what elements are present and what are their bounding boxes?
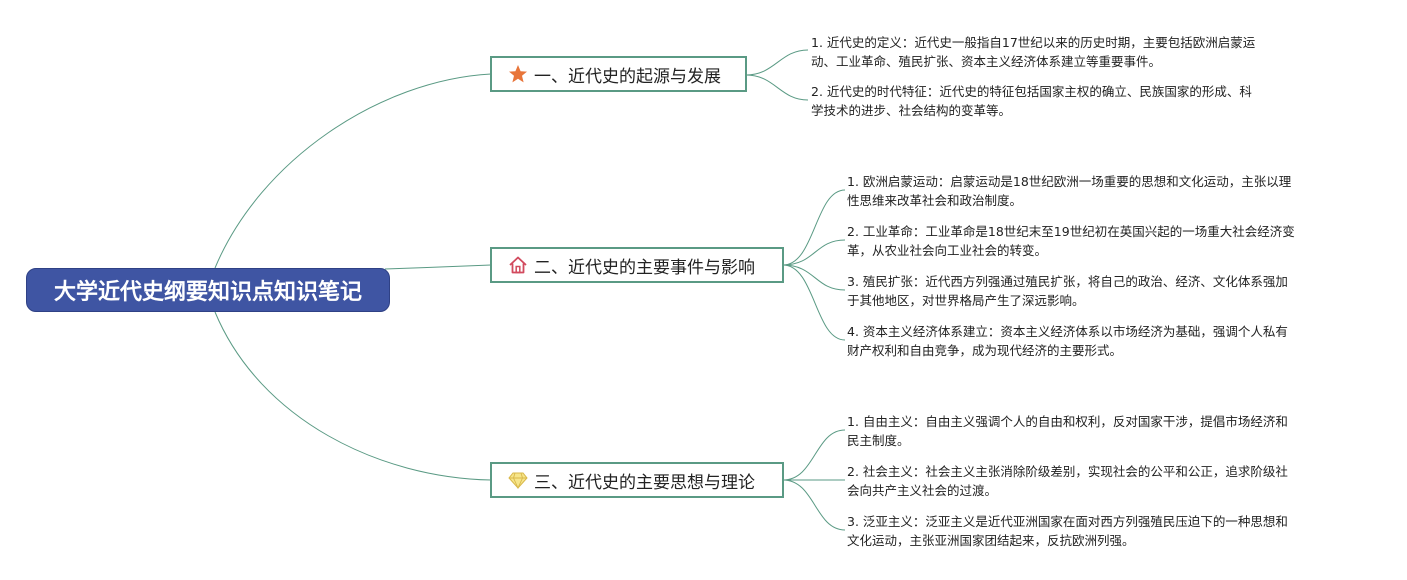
leaf-line-2: 财产权利和自由竞争，成为现代经济的主要形式。: [847, 343, 1123, 358]
leaf-line-1: 2. 近代史的时代特征：近代史的特征包括国家主权的确立、民族国家的形成、科: [811, 84, 1252, 99]
branch-topic-2[interactable]: 二、近代史的主要事件与影响: [490, 247, 784, 283]
leaf-topic-3-3[interactable]: 3. 泛亚主义：泛亚主义是近代亚洲国家在面对西方列强殖民压迫下的一种思想和 文化…: [847, 512, 1288, 550]
branch-topic-1[interactable]: 一、近代史的起源与发展: [490, 56, 747, 92]
leaf-line-1: 3. 殖民扩张：近代西方列强通过殖民扩张，将自己的政治、经济、文化体系强加: [847, 274, 1288, 289]
connector-root-branch-1: [214, 73, 492, 269]
connector-root-branch-2: [384, 264, 492, 270]
leaf-topic-3-1[interactable]: 1. 自由主义：自由主义强调个人的自由和权利，反对国家干涉，提倡市场经济和 民主…: [847, 412, 1288, 450]
leaf-line-2: 于其他地区，对世界格局产生了深远影响。: [847, 293, 1085, 308]
leaf-line-2: 会向共产主义社会的过渡。: [847, 483, 998, 498]
leaf-line-2: 学技术的进步、社会结构的变革等。: [811, 103, 1012, 118]
leaf-line-2: 性思维来改革社会和政治制度。: [847, 193, 1023, 208]
root-title: 大学近代史纲要知识点知识笔记: [53, 280, 362, 305]
leaf-topic-1-2[interactable]: 2. 近代史的时代特征：近代史的特征包括国家主权的确立、民族国家的形成、科 学技…: [811, 82, 1252, 120]
leaf-line-1: 1. 近代史的定义：近代史一般指自17世纪以来的历史时期，主要包括欧洲启蒙运: [811, 35, 1256, 50]
diamond-icon: [508, 470, 528, 490]
connector-root-branch-3: [214, 311, 492, 481]
leaf-line-2: 动、工业革命、殖民扩张、资本主义经济体系建立等重要事件。: [811, 54, 1162, 69]
leaf-line-2: 民主制度。: [847, 433, 910, 448]
leaf-topic-1-1[interactable]: 1. 近代史的定义：近代史一般指自17世纪以来的历史时期，主要包括欧洲启蒙运 动…: [811, 33, 1255, 71]
leaf-line-2: 文化运动，主张亚洲国家团结起来，反抗欧洲列强。: [847, 533, 1135, 548]
connector-b3-leaf-1: [782, 429, 846, 481]
leaf-line-1: 2. 工业革命：工业革命是18世纪末至19世纪初在英国兴起的一场重大社会经济变: [847, 224, 1295, 239]
connector-b2-leaf-4: [782, 264, 846, 341]
connector-b3-leaf-3: [782, 479, 846, 531]
leaf-line-1: 1. 自由主义：自由主义强调个人的自由和权利，反对国家干涉，提倡市场经济和: [847, 414, 1288, 429]
connector-b2-leaf-2: [782, 239, 846, 266]
branch-title: 一、近代史的起源与发展: [534, 66, 721, 87]
connector-b1-leaf-2: [745, 74, 809, 101]
house-icon: [508, 255, 528, 275]
leaf-topic-2-1[interactable]: 1. 欧洲启蒙运动：启蒙运动是18世纪欧洲一场重要的思想和文化运动，主张以理 性…: [847, 172, 1291, 210]
root-topic[interactable]: 大学近代史纲要知识点知识笔记: [26, 268, 390, 312]
leaf-line-1: 3. 泛亚主义：泛亚主义是近代亚洲国家在面对西方列强殖民压迫下的一种思想和: [847, 514, 1288, 529]
leaf-line-1: 2. 社会主义：社会主义主张消除阶级差别，实现社会的公平和公正，追求阶级社: [847, 464, 1288, 479]
leaf-line-1: 1. 欧洲启蒙运动：启蒙运动是18世纪欧洲一场重要的思想和文化运动，主张以理: [847, 174, 1292, 189]
connector-b1-leaf-1: [745, 49, 809, 76]
leaf-topic-2-2[interactable]: 2. 工业革命：工业革命是18世纪末至19世纪初在英国兴起的一场重大社会经济变 …: [847, 222, 1295, 260]
connector-b2-leaf-1: [782, 189, 846, 266]
branch-topic-3[interactable]: 三、近代史的主要思想与理论: [490, 462, 784, 498]
leaf-topic-2-3[interactable]: 3. 殖民扩张：近代西方列强通过殖民扩张，将自己的政治、经济、文化体系强加 于其…: [847, 272, 1288, 310]
connector-b2-leaf-3: [782, 264, 846, 291]
branch-title: 三、近代史的主要思想与理论: [534, 472, 755, 493]
leaf-topic-2-4[interactable]: 4. 资本主义经济体系建立：资本主义经济体系以市场经济为基础，强调个人私有 财产…: [847, 322, 1288, 360]
leaf-line-1: 4. 资本主义经济体系建立：资本主义经济体系以市场经济为基础，强调个人私有: [847, 324, 1288, 339]
star-icon: [508, 64, 528, 84]
leaf-line-2: 革，从农业社会向工业社会的转变。: [847, 243, 1048, 258]
leaf-topic-3-2[interactable]: 2. 社会主义：社会主义主张消除阶级差别，实现社会的公平和公正，追求阶级社 会向…: [847, 462, 1288, 500]
branch-title: 二、近代史的主要事件与影响: [534, 257, 755, 278]
